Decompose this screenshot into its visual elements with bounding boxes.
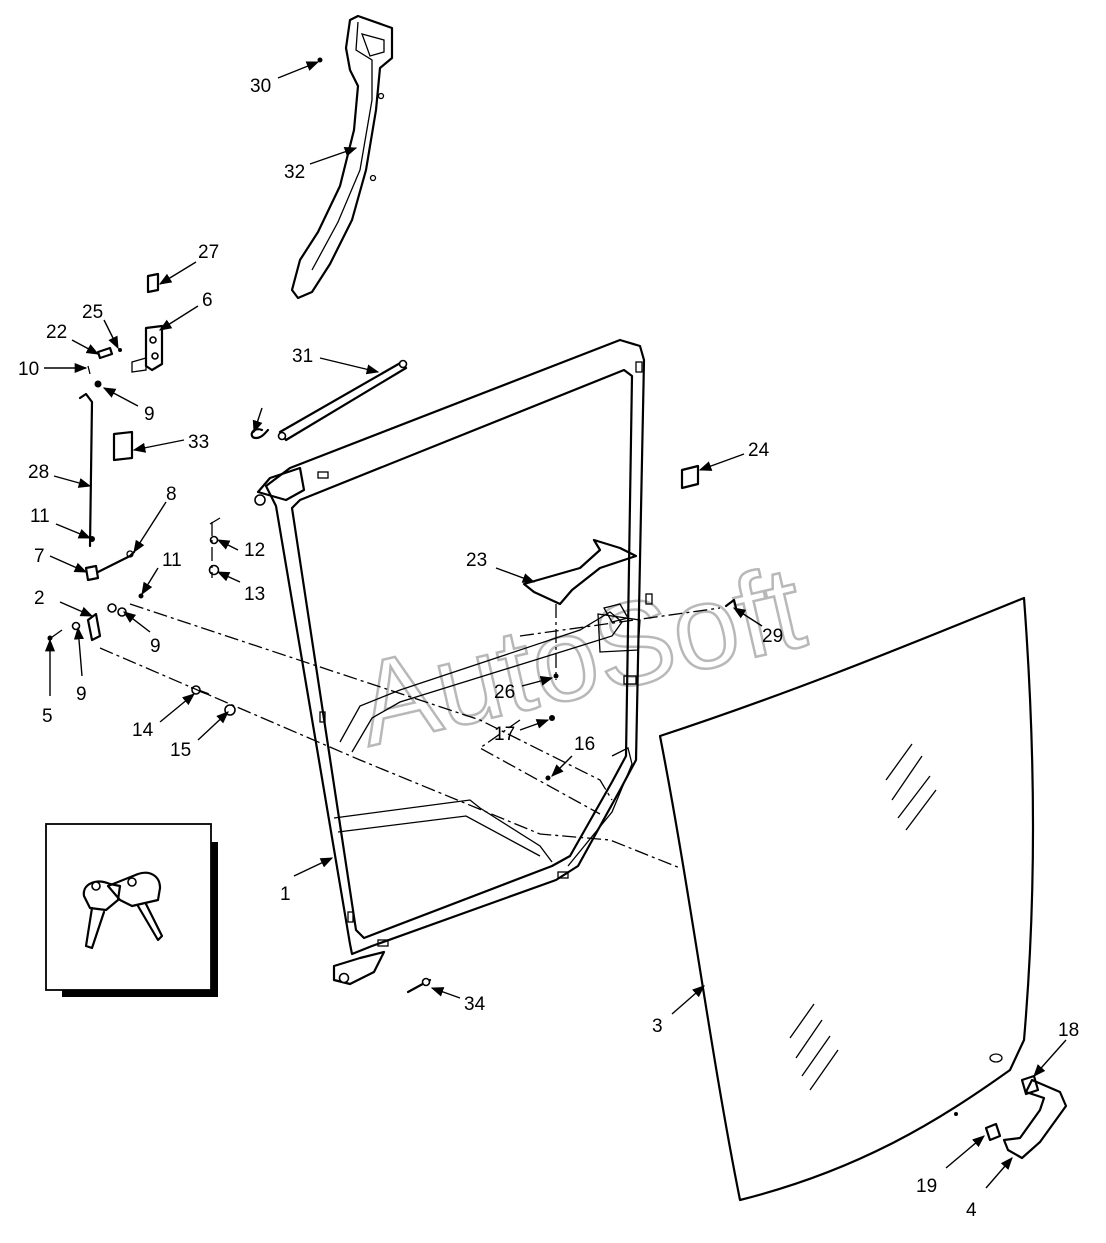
callout-11-left: 11	[30, 506, 50, 527]
glass-panel-part	[658, 596, 1035, 1202]
callout-10: 10	[18, 359, 39, 380]
callout-9-top: 9	[144, 404, 155, 425]
callout-20: 22	[46, 322, 67, 343]
screw-part-16	[545, 775, 551, 781]
washer-part-9b	[107, 603, 127, 617]
callout-3: 3	[652, 1016, 663, 1037]
callout-1: 1	[280, 884, 291, 905]
callout-11-right: 11	[162, 550, 182, 571]
bolt-part-14	[190, 685, 210, 696]
small-part-23	[118, 348, 122, 352]
callout-15: 15	[170, 740, 191, 761]
alignment-lines	[99, 517, 721, 869]
label-part-31	[112, 430, 134, 462]
small-part-20	[96, 346, 114, 360]
clip-part-7	[84, 564, 100, 582]
callout-28: 30	[250, 76, 271, 97]
pad-part-22	[680, 464, 700, 490]
gas-strut-part	[277, 359, 408, 442]
callout-29: 31	[292, 346, 313, 367]
screw-part-24	[553, 673, 559, 679]
nut-part-11a	[89, 536, 95, 542]
nut-part-11b	[138, 593, 144, 599]
callout-22: 24	[748, 440, 770, 461]
leaders	[44, 61, 1067, 1189]
rod-part-26	[78, 392, 94, 548]
callout-18: 18	[1058, 1020, 1079, 1041]
callout-16: 16	[574, 734, 595, 755]
callout-5: 5	[42, 706, 53, 727]
callout-19: 19	[916, 1176, 937, 1197]
link-part-8	[96, 550, 136, 574]
callout-26: 28	[28, 462, 49, 483]
washer-part-9a	[94, 380, 102, 388]
nut-part-17	[549, 715, 555, 721]
nut-part-13	[208, 564, 220, 576]
callout-13: 13	[244, 584, 265, 605]
callout-31: 33	[188, 432, 209, 453]
screw-part-28	[317, 57, 323, 63]
callout-25: 27	[198, 242, 219, 263]
callout-21: 23	[466, 550, 487, 571]
callout-8: 8	[166, 484, 177, 505]
lock-part-6	[131, 324, 164, 373]
callout-30: 32	[284, 162, 305, 183]
callout-17: 17	[494, 724, 515, 745]
callout-32: 34	[464, 994, 486, 1015]
callout-labels: 30 32 27 6 25 22 10 9 33 28 11 8 7 11 2 …	[18, 76, 1079, 1221]
callout-14: 14	[132, 720, 154, 741]
lever-part-2	[86, 612, 102, 642]
keys-inset	[45, 823, 218, 997]
callout-27: 29	[762, 626, 783, 647]
callout-4: 4	[966, 1200, 977, 1221]
callout-9-mid: 9	[150, 636, 161, 657]
callout-24: 26	[494, 682, 515, 703]
keys-part-34	[82, 871, 164, 950]
pad-part-18	[1020, 1074, 1040, 1096]
callout-9-low: 9	[76, 684, 87, 705]
latch-bracket-part	[522, 538, 638, 606]
callout-2: 2	[34, 588, 45, 609]
screw-part-5	[47, 629, 63, 641]
pin-part-32	[406, 977, 432, 994]
callout-12: 12	[244, 540, 265, 561]
small-part-25	[146, 272, 160, 294]
pillar-trim-part	[290, 14, 394, 300]
pin-part-10	[87, 365, 91, 375]
callout-7: 7	[34, 546, 45, 567]
callout-23: 25	[82, 302, 103, 323]
callout-6: 6	[202, 290, 213, 311]
handle-part-4	[1002, 1078, 1068, 1160]
pad-part-19	[984, 1122, 1002, 1142]
pin-part-27	[724, 598, 738, 610]
